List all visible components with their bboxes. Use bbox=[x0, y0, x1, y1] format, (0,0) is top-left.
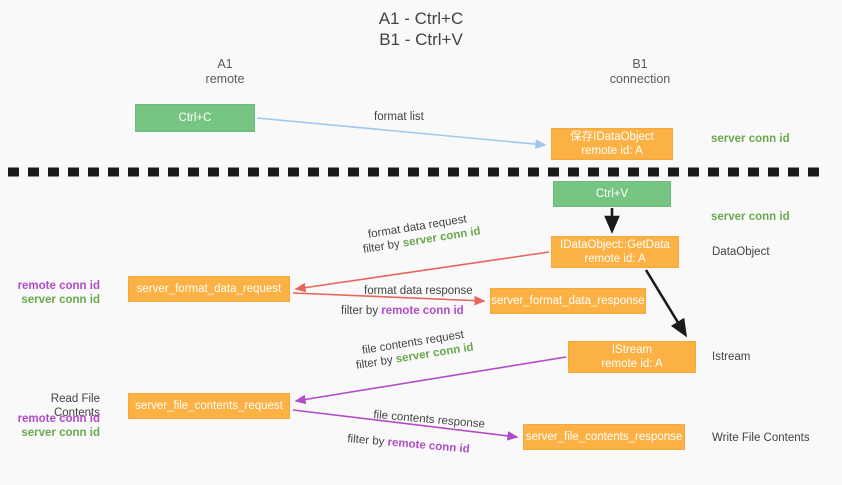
title-line-1: A1 - Ctrl+C bbox=[378, 9, 464, 28]
conn-id-remote-file: remote conn id bbox=[17, 413, 100, 425]
flow-label-format-data-response: format data response bbox=[364, 285, 473, 297]
node-server-format-data-request-label: server_format_data_request bbox=[136, 283, 282, 295]
arrow-getdata-to-istream bbox=[644, 269, 688, 338]
node-istream[interactable]: IStream remote id: A bbox=[568, 341, 696, 373]
arrow-format-data-response bbox=[292, 292, 486, 306]
node-data-object-label: 保存IDataObject bbox=[570, 131, 654, 143]
page-title: A1 - Ctrl+C B1 - Ctrl+V bbox=[0, 8, 842, 50]
flow-label-format-list: format list bbox=[374, 111, 424, 123]
label-dataobject: DataObject bbox=[712, 246, 770, 258]
node-ctrl-c-label: Ctrl+C bbox=[178, 112, 212, 124]
conn-id-server-file: server conn id bbox=[21, 427, 100, 439]
arrow-file-contents-request bbox=[294, 356, 567, 405]
conn-id-group-file: remote conn id server conn id bbox=[8, 412, 100, 440]
node-istream-sub: remote id: A bbox=[601, 358, 663, 370]
node-get-data[interactable]: IDataObject::GetData remote id: A bbox=[551, 236, 679, 268]
node-server-format-data-request[interactable]: server_format_data_request bbox=[128, 276, 290, 302]
node-ctrl-c[interactable]: Ctrl+C bbox=[135, 104, 255, 132]
flow-filter-format-data-response: filter by remote conn id bbox=[341, 304, 464, 319]
filter-prefix: filter by bbox=[341, 305, 382, 317]
node-server-file-contents-request[interactable]: server_file_contents_request bbox=[128, 393, 290, 419]
label-write-file-contents: Write File Contents bbox=[712, 432, 810, 444]
node-server-format-data-response[interactable]: server_format_data_response bbox=[490, 288, 646, 314]
node-ctrl-v[interactable]: Ctrl+V bbox=[553, 181, 671, 207]
node-server-file-contents-response[interactable]: server_file_contents_response bbox=[523, 424, 685, 450]
label-read-file-contents: Read File Contents bbox=[50, 393, 100, 419]
title-line-2: B1 - Ctrl+V bbox=[379, 30, 463, 49]
node-istream-label: IStream bbox=[611, 344, 653, 356]
node-server-format-data-response-label: server_format_data_response bbox=[491, 295, 645, 307]
column-b1-role: connection bbox=[609, 72, 671, 86]
node-server-file-contents-request-label: server_file_contents_request bbox=[135, 400, 283, 412]
column-header-b1: B1 connection bbox=[545, 57, 735, 87]
filter-remote-conn-id: remote conn id bbox=[381, 305, 464, 317]
node-get-data-sub: remote id: A bbox=[584, 253, 646, 265]
column-header-a1: A1 remote bbox=[130, 57, 320, 87]
column-a1-name: A1 bbox=[217, 57, 233, 71]
node-data-object-sub: remote id: A bbox=[581, 145, 643, 157]
node-ctrl-v-label: Ctrl+V bbox=[595, 188, 629, 200]
conn-id-server-top: server conn id bbox=[711, 133, 790, 145]
conn-id-remote-format: remote conn id bbox=[17, 280, 100, 292]
node-server-file-contents-response-label: server_file_contents_response bbox=[525, 431, 683, 443]
filter-prefix: filter by bbox=[346, 432, 389, 449]
node-get-data-label: IDataObject::GetData bbox=[560, 239, 670, 251]
arrow-format-data-request bbox=[294, 251, 550, 293]
conn-id-server-format: server conn id bbox=[21, 294, 100, 306]
node-data-object[interactable]: 保存IDataObject remote id: A bbox=[551, 128, 673, 160]
conn-id-server-middle: server conn id bbox=[711, 211, 790, 223]
label-istream: Istream bbox=[712, 351, 751, 363]
column-b1-name: B1 bbox=[632, 57, 648, 71]
arrow-file-contents-response bbox=[292, 409, 519, 441]
conn-id-group-format: remote conn id server conn id bbox=[8, 279, 100, 307]
column-a1-role: remote bbox=[205, 72, 245, 86]
arrow-format-list bbox=[256, 117, 547, 149]
